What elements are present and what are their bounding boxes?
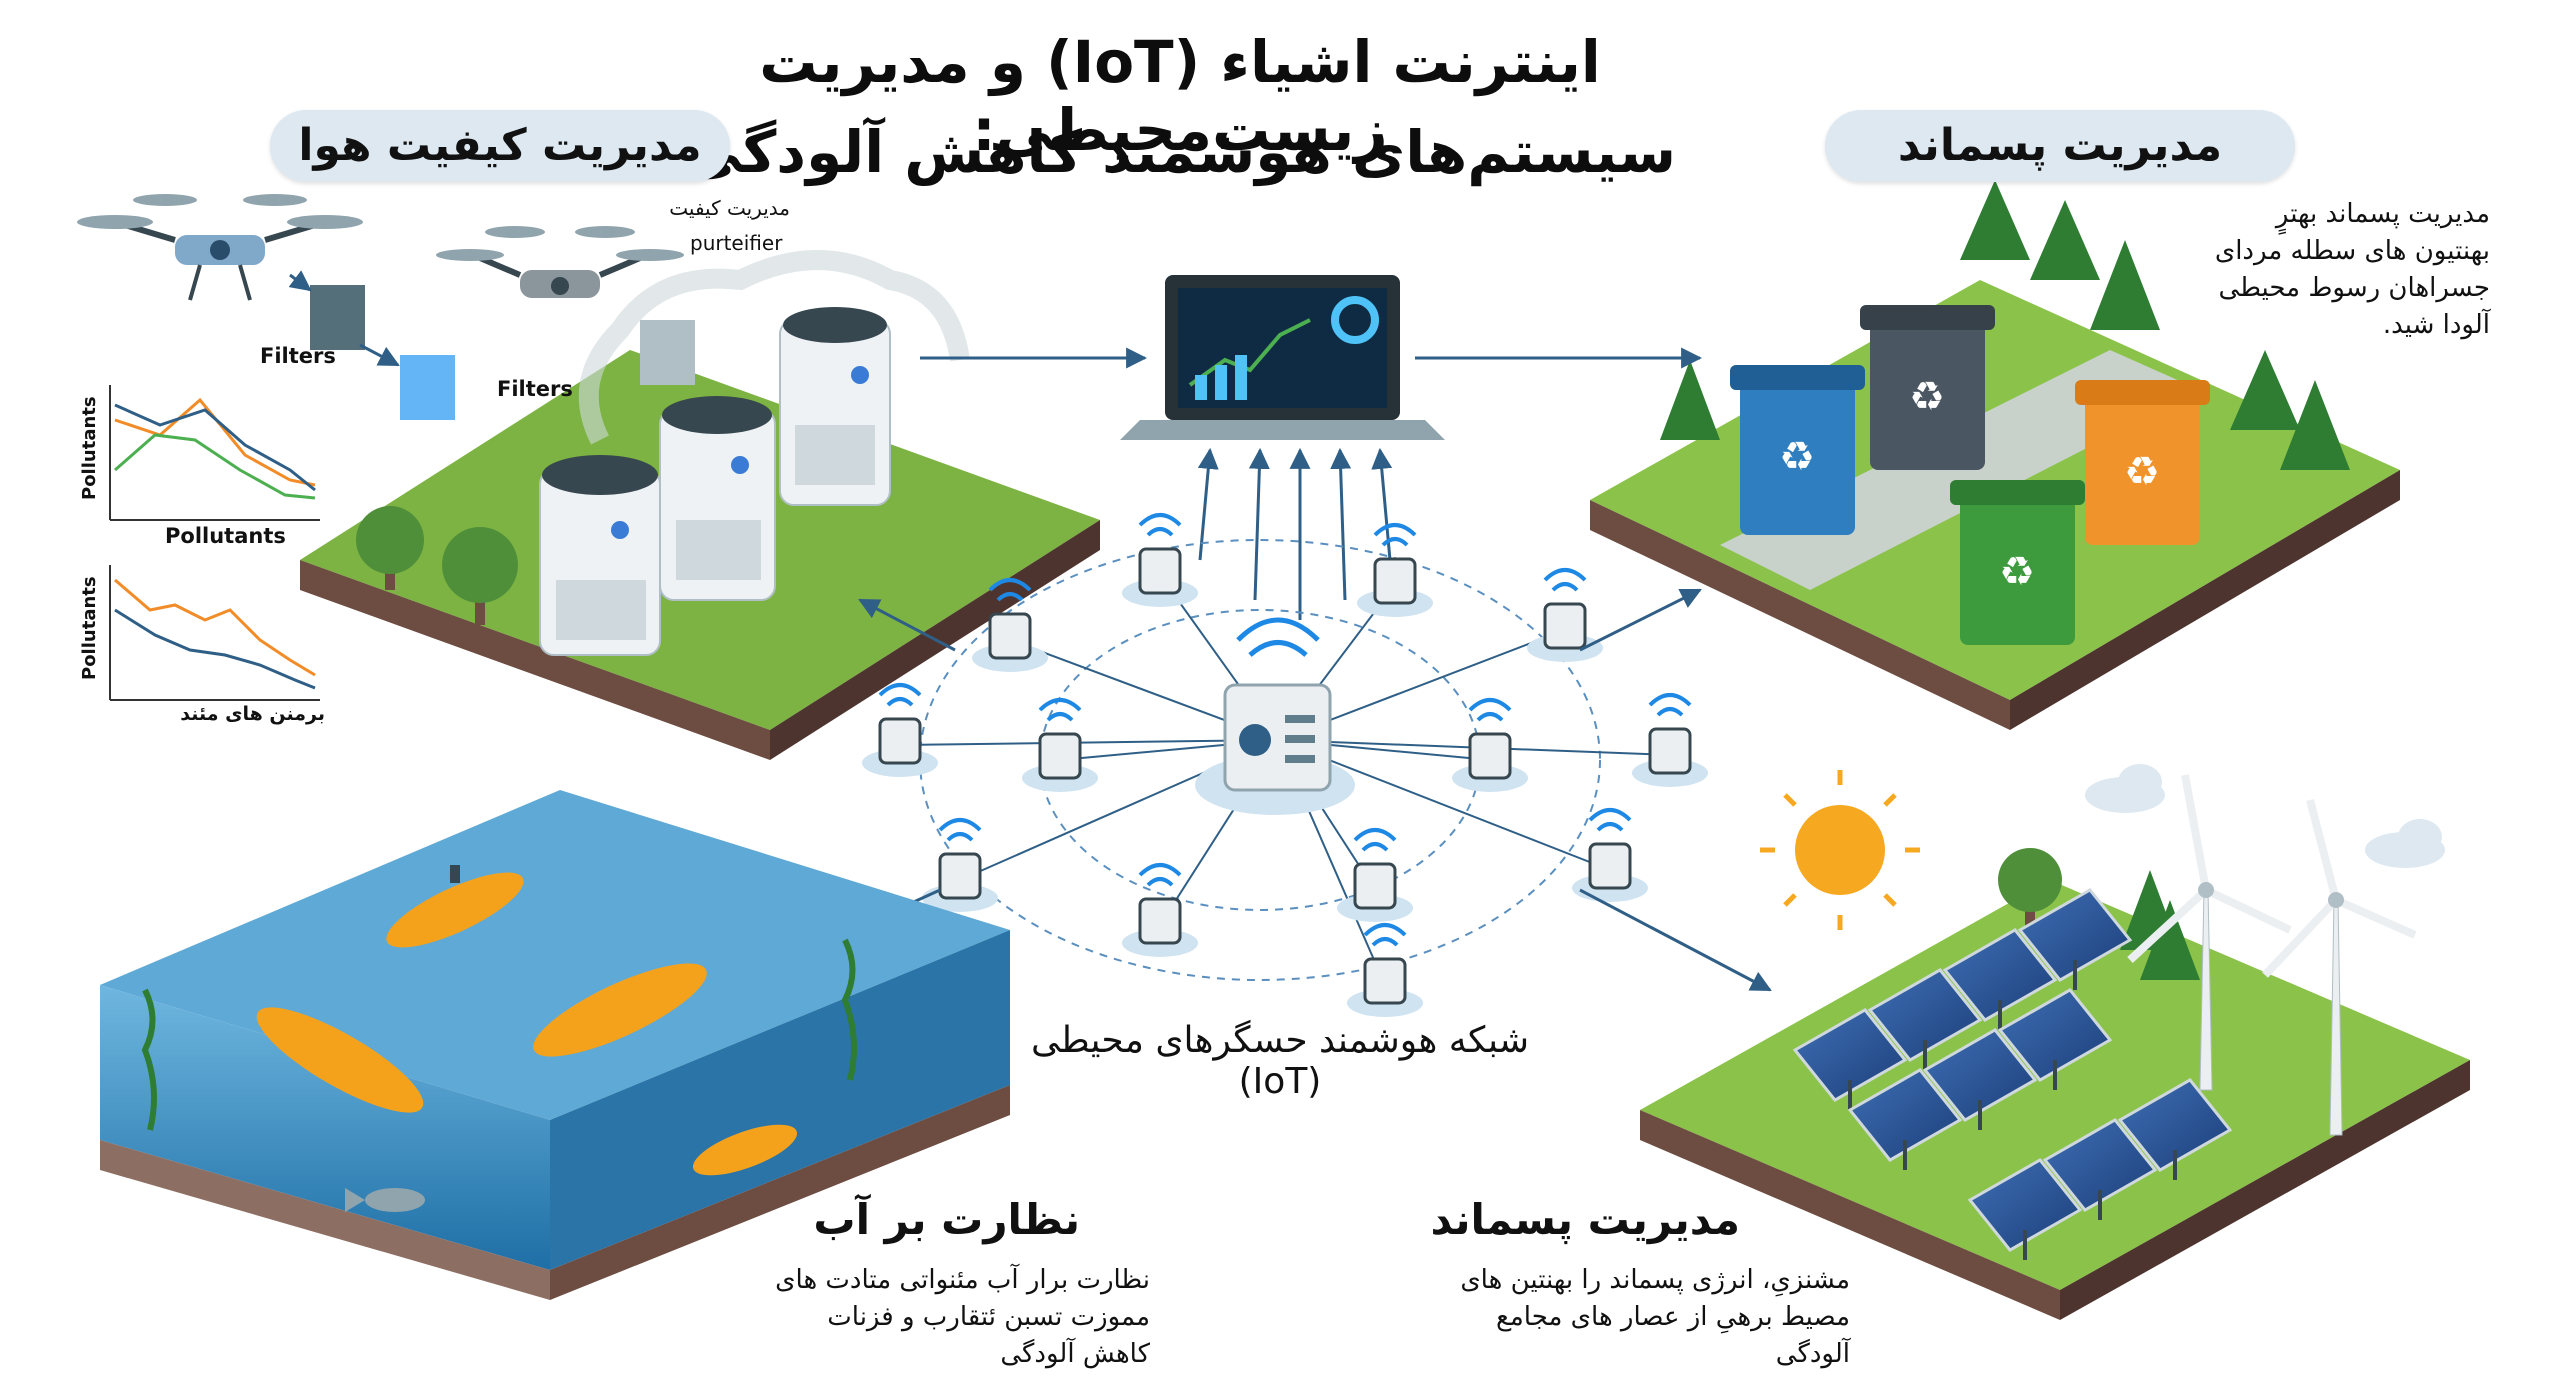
monitor-icon <box>1527 568 1603 662</box>
sun-icon <box>1760 770 1920 930</box>
svg-text:♻: ♻ <box>1999 549 2035 595</box>
cloud-icon <box>2085 764 2165 813</box>
pine-tree-icon <box>1660 360 1720 440</box>
renewable-energy-tile <box>1640 764 2470 1320</box>
pine-tree-icon <box>1960 180 2030 260</box>
chart1-ylabel: Pollutants <box>79 396 100 500</box>
recycling-bin-gray: ♻ <box>1860 305 1995 470</box>
network-link <box>899 739 1279 746</box>
pollutant-chart-1 <box>109 385 320 521</box>
recycling-bin-orange: ♻ <box>2075 380 2210 545</box>
pine-tree-icon <box>2140 900 2200 980</box>
arrow <box>858 598 956 652</box>
underwater-drone <box>533 963 707 1057</box>
recycling-bin-green: ♻ <box>1950 480 2085 645</box>
network-link <box>1277 739 1611 871</box>
router-icon <box>1452 698 1528 792</box>
dashboard-laptop <box>1120 275 1445 440</box>
tablet-icon <box>1122 863 1198 957</box>
iot-network <box>862 513 1708 1017</box>
disk-sensor-icon <box>1337 828 1413 922</box>
underwater-drone <box>692 1124 798 1176</box>
smart-speaker-icon <box>1347 923 1423 1017</box>
pine-tree-icon <box>2030 200 2100 280</box>
phone-sensor-icon <box>922 818 998 912</box>
air-purifier <box>659 396 776 601</box>
pine-tree-icon <box>2280 380 2350 470</box>
pine-tree-icon <box>2230 350 2300 430</box>
air-purifier <box>539 455 661 656</box>
solar-panel <box>1867 968 1983 1070</box>
chart2-ylabel: Pollutants <box>79 576 100 680</box>
air-purifier <box>779 307 891 506</box>
drone-icon <box>77 194 363 301</box>
energy-heading: مدیریت پسماند <box>1430 1195 1740 1244</box>
water-monitoring-tile <box>100 790 1010 1300</box>
solar-panel <box>1942 928 2058 1030</box>
drone-icon <box>436 226 684 298</box>
filters-label-2: Filters <box>497 377 573 401</box>
svg-text:♻: ♻ <box>1779 434 1815 480</box>
arrow <box>1248 447 1270 601</box>
purifier-label-en: purteifier <box>690 231 783 255</box>
waste-description: مدیریت پسماند بهترٍ بهنتیون های سطله مرد… <box>2214 199 2490 340</box>
arrow <box>1579 888 1772 992</box>
air-quality-tile <box>300 250 1100 760</box>
solar-panel <box>2117 1078 2233 1180</box>
fish-icon <box>345 1188 425 1212</box>
filter-panel <box>640 320 695 385</box>
solar-panel <box>1997 988 2113 1090</box>
iot-hub <box>1195 617 1355 815</box>
recycling-bin-blue: ♻ <box>1730 365 1865 535</box>
server-icon <box>1632 693 1708 787</box>
iot-network-label: شبکه هوشمند حسگرهای محیطی (IoT) <box>1030 1020 1530 1102</box>
cloud-icon <box>2365 819 2445 868</box>
solar-panel <box>1967 1158 2083 1260</box>
air-quality-header: مدیریت کیفیت هوا <box>270 110 730 182</box>
filter-panel <box>400 355 455 420</box>
svg-text:♻: ♻ <box>2124 449 2160 495</box>
arrow <box>1197 447 1219 561</box>
energy-description: مشنزیِ، انرژی پسماند را بهنتین های مصیط … <box>1460 1265 1850 1369</box>
solar-panel <box>2017 888 2133 990</box>
pine-tree-icon <box>2090 240 2160 330</box>
wind-turbine-icon <box>2127 774 2292 1091</box>
tree-icon <box>1998 848 2062 935</box>
waste-management-tile: ♻ ♻ ♻ ♻ <box>1590 180 2400 730</box>
underwater-drone <box>386 865 524 948</box>
chart2-xlabel: برمنن های مئند <box>180 703 325 725</box>
tablet-icon <box>1572 808 1648 902</box>
globe-sensor-icon <box>972 578 1048 672</box>
solar-panel <box>1922 1028 2038 1130</box>
alarm-sensor-icon <box>1022 698 1098 792</box>
weather-sensor-icon <box>1357 523 1433 617</box>
tree-icon <box>442 527 518 625</box>
arrow <box>1579 588 1702 652</box>
purifier-label-fa: مدیریت کیفیت <box>669 196 790 220</box>
underwater-drone <box>256 1007 424 1113</box>
page-title-line-1: اینترنت اشیاء (IoT) و مدیریت زیست‌محیطی: <box>759 28 1601 164</box>
arrow <box>1330 447 1352 601</box>
smartphone-icon <box>862 683 938 777</box>
page-title-line-2: سیستم‌های هوشمند کاهش آلودگی <box>683 118 1677 186</box>
water-description: نظارت برار آب مئنواتی متادت های مموزت تس… <box>775 1265 1150 1369</box>
chart1-xlabel: Pollutants <box>165 524 286 548</box>
tree-icon <box>356 506 424 590</box>
filter-panel <box>310 285 365 350</box>
wind-turbine-icon <box>2262 798 2417 1136</box>
solar-panel <box>2042 1118 2158 1220</box>
solar-panel <box>1847 1068 1963 1170</box>
filters-label-1: Filters <box>260 344 336 368</box>
pollutant-chart-2 <box>109 565 320 701</box>
gateway-device-icon <box>1122 513 1198 607</box>
waste-management-header: مدیریت پسماند <box>1825 110 2295 182</box>
solar-panel <box>1792 1008 1908 1110</box>
svg-text:♻: ♻ <box>1909 374 1945 420</box>
water-monitoring-heading: نظارت بر آب <box>813 1195 1080 1244</box>
